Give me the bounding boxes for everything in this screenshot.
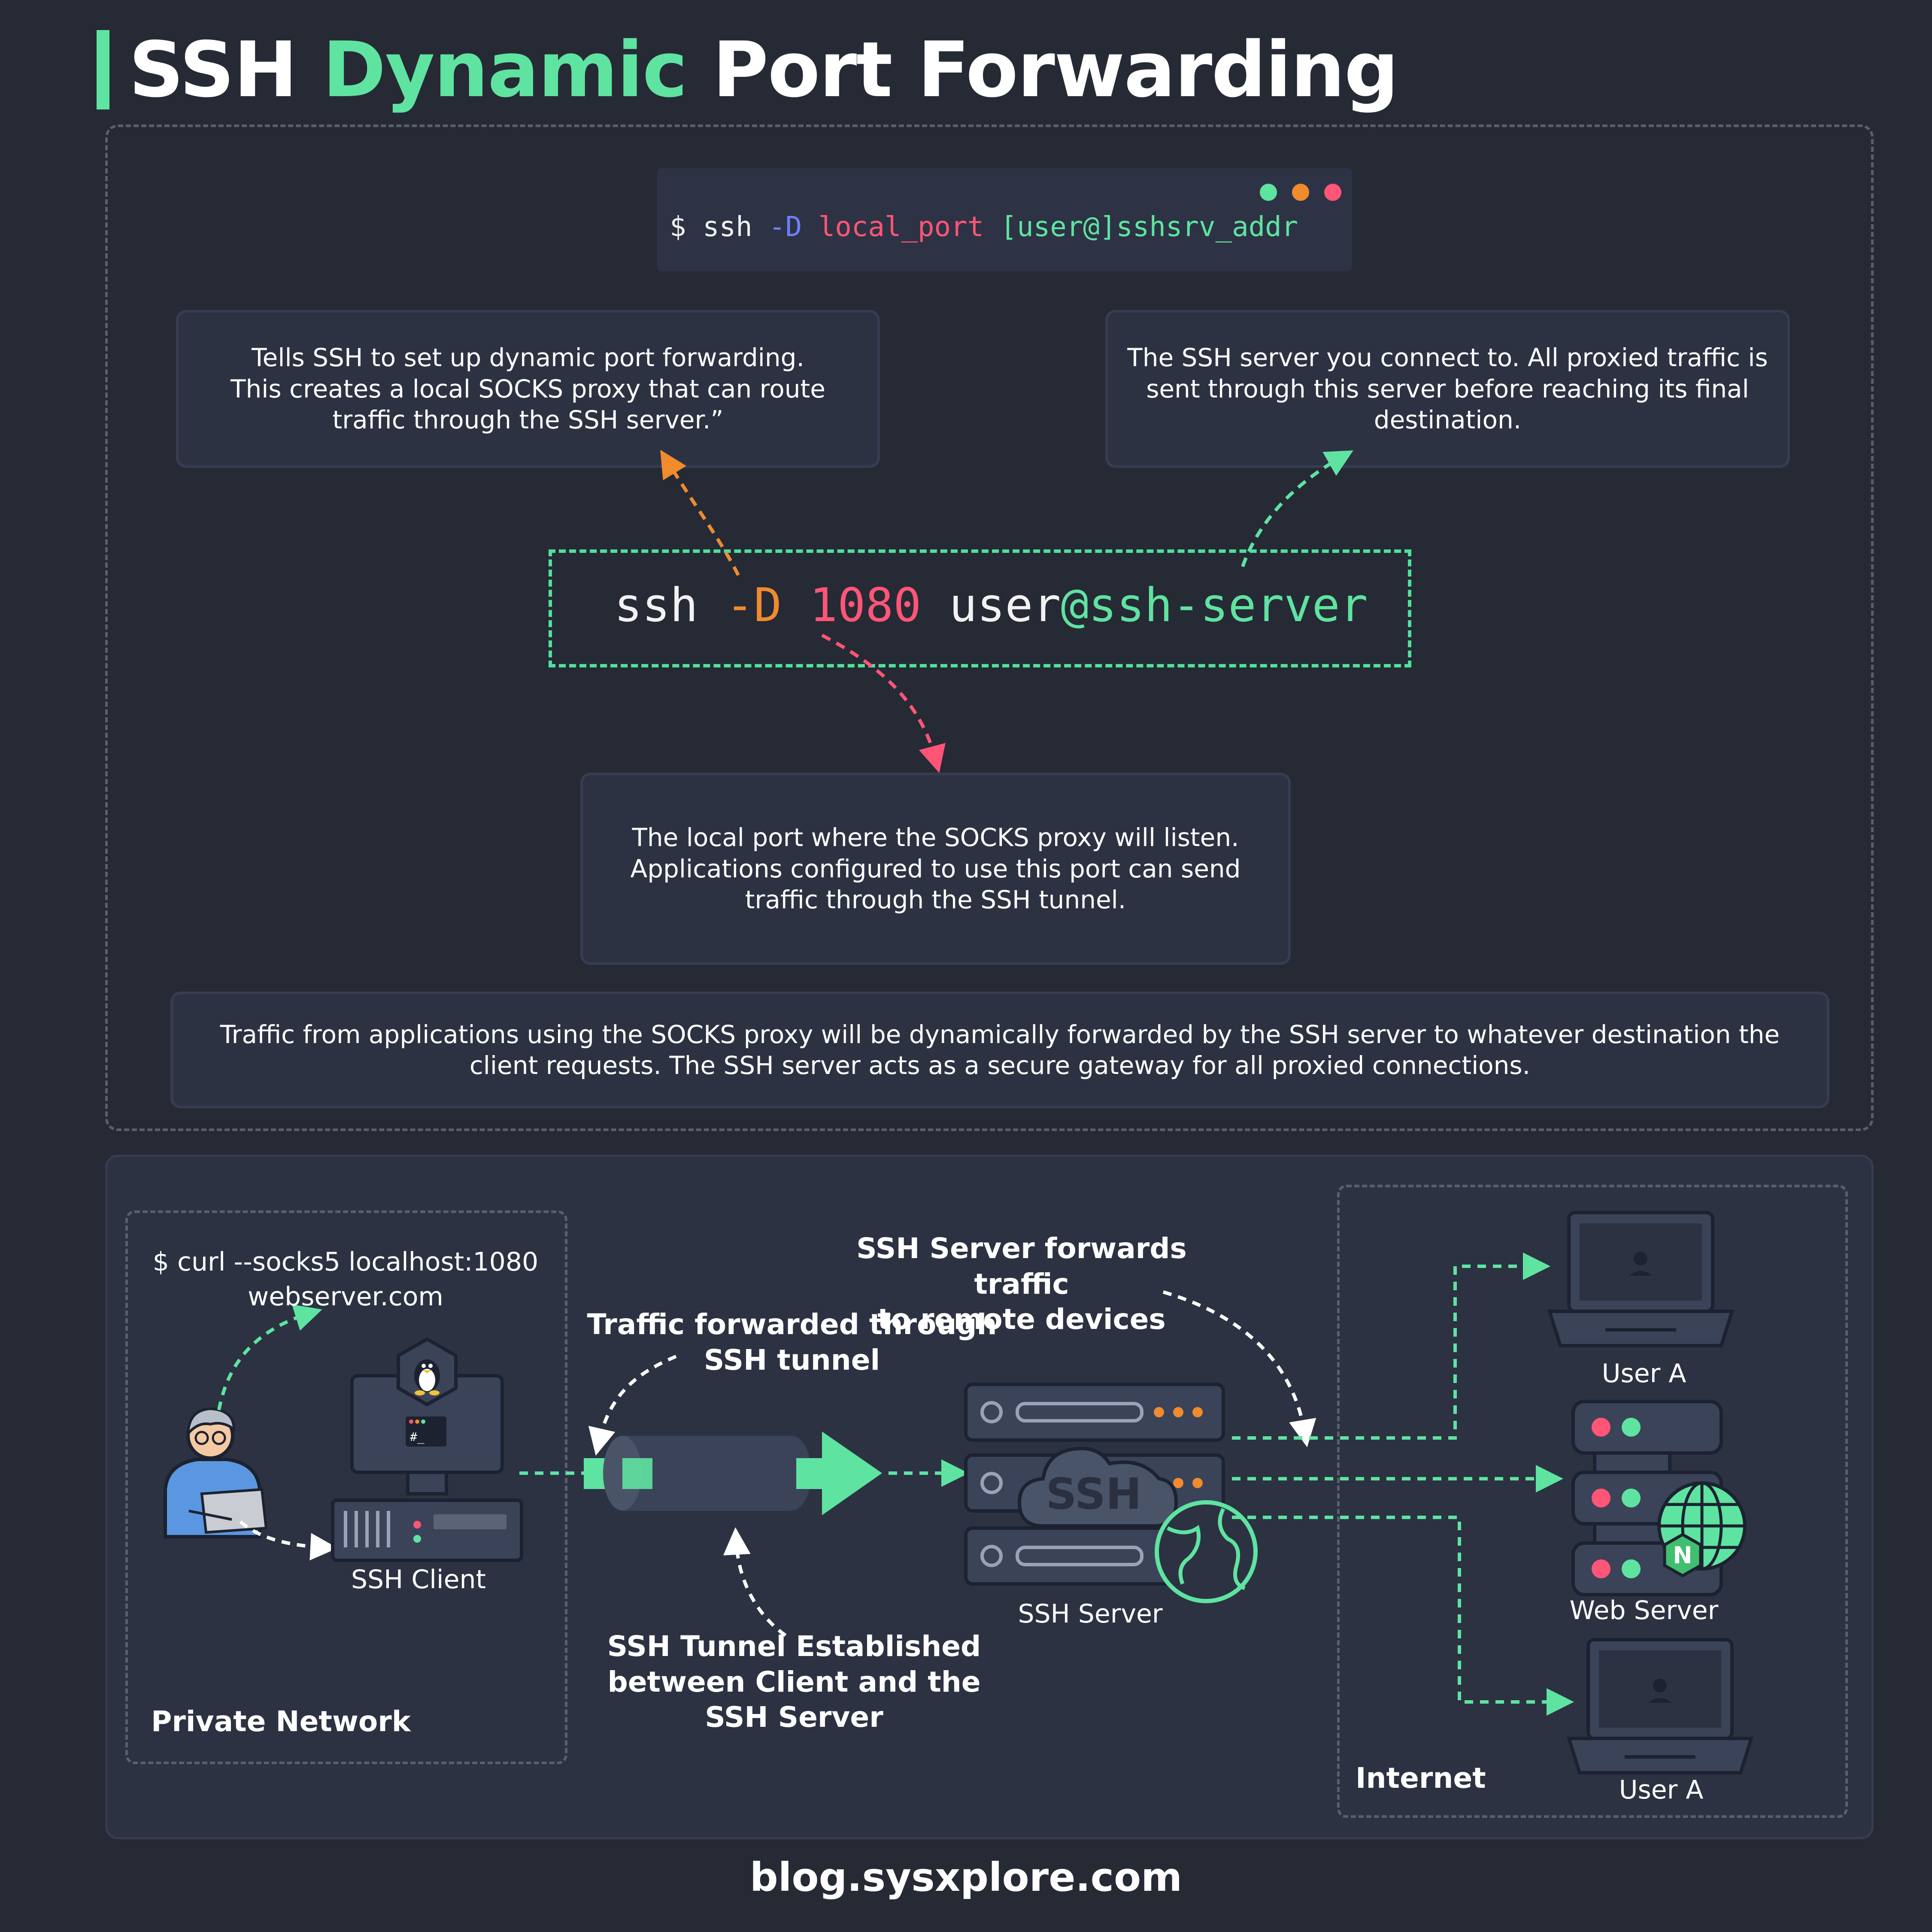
internet-frame <box>1337 1185 1848 1818</box>
title-part-dynamic: Dynamic <box>322 25 688 114</box>
title-part-ssh: SSH <box>129 25 323 114</box>
user-to-command-arrow <box>217 1304 322 1410</box>
nginx-icon: N <box>1663 1532 1702 1578</box>
example-host: @ssh-server <box>1061 579 1368 632</box>
server-forwards-label: SSH Server forwards traffic to remote de… <box>856 1232 1187 1336</box>
route-to-user-a-top <box>1232 1253 1550 1440</box>
client-terminal-prompt: #_ <box>410 1430 425 1444</box>
port-arrow <box>821 634 946 773</box>
example-ssh: ssh <box>614 579 726 632</box>
ssh-cloud-label: SSH <box>1046 1469 1141 1519</box>
ssh-client-label: SSH Client <box>351 1565 486 1595</box>
curl-command-line: $ curl --socks5 localhost:1080 <box>152 1247 539 1277</box>
server-arrow <box>1241 450 1353 567</box>
ssh-cloud-icon: SSH <box>1017 1447 1178 1528</box>
ssh-server-label: SSH Server <box>1018 1599 1163 1629</box>
flag-arrow <box>660 449 740 576</box>
terminal-dot-orange <box>1292 184 1309 201</box>
terminal-dot-pink <box>1324 184 1341 201</box>
user-a-bottom-label: User A <box>1619 1775 1704 1805</box>
server-explanation-card: The SSH server you connect to. All proxi… <box>1105 310 1790 468</box>
user-a-top-label: User A <box>1601 1359 1686 1389</box>
port-explanation-card: The local port where the SOCKS proxy wil… <box>580 773 1291 965</box>
user-person-icon <box>164 1407 268 1538</box>
example-flag: -D <box>726 579 782 632</box>
globe-icon <box>1155 1500 1258 1603</box>
internet-label: Internet <box>1356 1762 1486 1795</box>
syntax-prompt: $ ssh <box>670 211 769 243</box>
curl-command-label: $ curl --socks5 localhost:1080 webserver… <box>129 1245 562 1314</box>
example-port: 1080 <box>810 579 922 632</box>
user-a-laptop-icon <box>1547 1211 1735 1347</box>
tunnel-established-label: SSH Tunnel Established between Client an… <box>607 1630 981 1734</box>
summary-card: Traffic from applications using the SOCK… <box>170 992 1829 1108</box>
linux-penguin-icon <box>397 1337 458 1407</box>
curl-target-line: webserver.com <box>248 1282 443 1312</box>
nginx-letter: N <box>1673 1542 1692 1569</box>
page-title: SSH Dynamic Port Forwarding <box>97 24 1399 116</box>
syntax-flag: -D <box>769 211 802 243</box>
syntax-user-host: [user@]sshsrv_addr <box>1000 211 1298 243</box>
web-server-icon <box>1571 1400 1723 1596</box>
flag-explanation-card: Tells SSH to set up dynamic port forward… <box>176 310 880 468</box>
private-network-label: Private Network <box>151 1705 411 1738</box>
footer-url: blog.sysxplore.com <box>749 1854 1183 1900</box>
example-user: user <box>949 579 1061 632</box>
explanation-frame <box>105 124 1874 1131</box>
tunnel-forwarded-label: Traffic forwarded through SSH tunnel <box>587 1308 997 1377</box>
title-text: SSH Dynamic Port Forwarding <box>129 25 1399 114</box>
ssh-tunnel-icon <box>584 1432 882 1515</box>
syntax-command: $ ssh -D local_port [user@]sshsrv_addr <box>670 211 1298 243</box>
terminal-dot-green <box>1260 184 1277 201</box>
syntax-port: local_port <box>818 211 984 243</box>
example-command-box: ssh -D 1080 user@ssh-server <box>549 549 1411 667</box>
tunnel-established-arrow <box>723 1527 787 1637</box>
syntax-terminal: $ ssh -D local_port [user@]sshsrv_addr <box>657 168 1352 271</box>
user-to-client-arrow <box>239 1520 338 1561</box>
route-to-user-a-bottom <box>1232 1516 1574 1716</box>
title-part-port-forwarding: Port Forwarding <box>686 25 1399 114</box>
private-network-frame <box>125 1210 567 1764</box>
user-a-laptop-icon <box>1566 1638 1754 1774</box>
web-server-label: Web Server <box>1569 1595 1719 1626</box>
example-command: ssh -D 1080 user@ssh-server <box>614 579 1368 632</box>
title-accent-bar <box>97 30 109 109</box>
tunnel-forwarded-arrow <box>588 1355 677 1456</box>
